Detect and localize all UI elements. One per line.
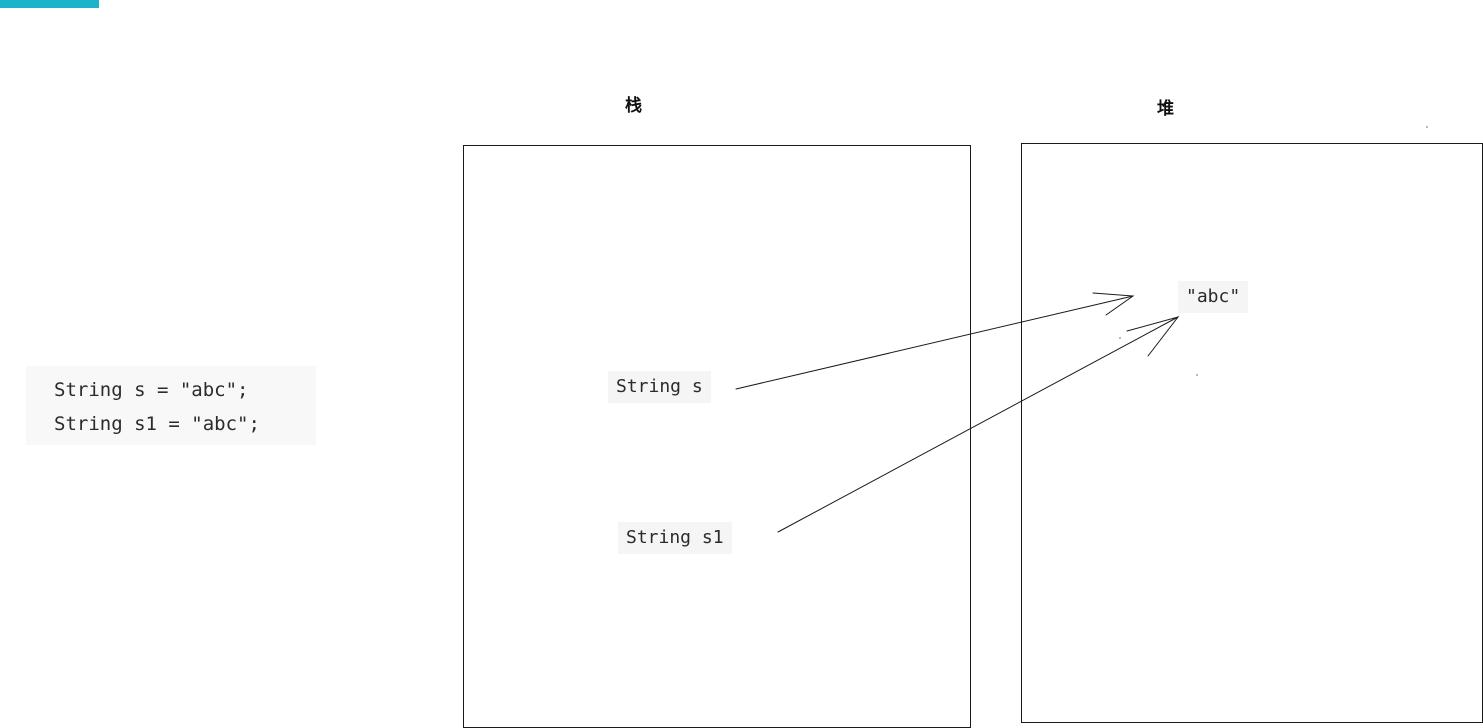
- stack-title: 栈: [625, 96, 642, 116]
- stack-box: [463, 145, 971, 728]
- code-line-1: String s = "abc";: [54, 379, 249, 401]
- heap-box: [1021, 143, 1483, 723]
- code-line-2: String s1 = "abc";: [54, 413, 260, 435]
- stack-variable-s: String s: [608, 371, 711, 403]
- accent-bar: [0, 0, 99, 8]
- heap-string-abc: "abc": [1178, 281, 1249, 313]
- stack-variable-s1: String s1: [618, 522, 732, 554]
- stray-dot-1: [1426, 126, 1428, 128]
- code-snippet: String s = "abc"; String s1 = "abc";: [26, 366, 316, 445]
- heap-title: 堆: [1157, 99, 1174, 119]
